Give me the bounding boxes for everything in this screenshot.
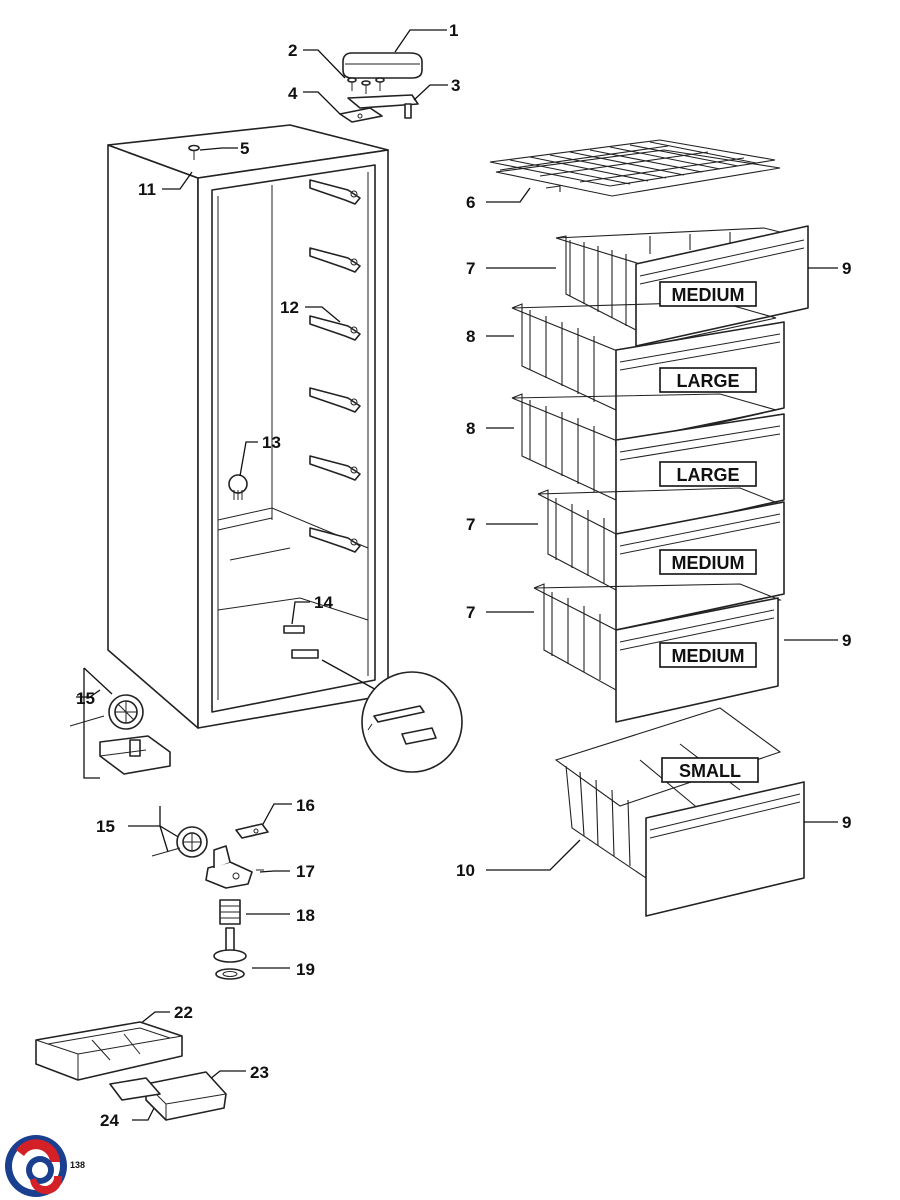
- callout-7-b: 7: [466, 515, 475, 534]
- callout-9-a: 9: [842, 259, 851, 278]
- callout-14: 14: [314, 593, 333, 612]
- drawer-size-labels: MEDIUM LARGE LARGE MEDIUM MEDIUM SMALL: [659, 281, 759, 783]
- drain-plug: [283, 625, 305, 634]
- callout-9-c: 9: [842, 813, 851, 832]
- callout-10: 10: [456, 861, 475, 880]
- drawer-label-2: LARGE: [677, 371, 740, 391]
- wheel-assembly-lower: [151, 823, 269, 980]
- callout-8-b: 8: [466, 419, 475, 438]
- callout-8-a: 8: [466, 327, 475, 346]
- callout-4: 4: [288, 84, 298, 103]
- callout-15-upper: 15: [76, 689, 95, 708]
- callout-13: 13: [262, 433, 281, 452]
- callout-12: 12: [280, 298, 299, 317]
- callout-22: 22: [174, 1003, 193, 1022]
- callout-3: 3: [451, 76, 460, 95]
- ice-tray-assembly: [35, 1021, 227, 1121]
- brand-logo-icon: [5, 1135, 67, 1197]
- callout-19: 19: [296, 960, 315, 979]
- callout-23: 23: [250, 1063, 269, 1082]
- callout-6: 6: [466, 193, 475, 212]
- drawer-label-3: LARGE: [677, 465, 740, 485]
- callout-17: 17: [296, 862, 315, 881]
- wire-shelf: [489, 139, 781, 197]
- drawer-label-6: SMALL: [679, 761, 741, 781]
- freezer-cabinet: [107, 124, 389, 729]
- callout-2: 2: [288, 41, 297, 60]
- detail-magnifier: [361, 671, 463, 773]
- callout-15-lower: 15: [96, 817, 115, 836]
- page-number: 138: [70, 1160, 85, 1170]
- callout-16: 16: [296, 796, 315, 815]
- shelf-supports: [309, 179, 361, 553]
- callout-1: 1: [449, 21, 458, 40]
- leader-lines: [76, 29, 448, 1121]
- drawer-6: [554, 707, 805, 917]
- callout-11: 11: [138, 180, 156, 199]
- callout-7-c: 7: [466, 603, 475, 622]
- top-hinge-parts: [339, 52, 423, 123]
- callout-18: 18: [296, 906, 315, 925]
- drawer-label-1: MEDIUM: [672, 285, 745, 305]
- callout-numbers-right: 6 7 8 8 7 7 9 9 9 10: [456, 193, 851, 880]
- callout-24: 24: [100, 1111, 119, 1130]
- drawer-label-5: MEDIUM: [672, 646, 745, 666]
- leader-lines-right: [486, 187, 838, 871]
- callout-7-a: 7: [466, 259, 475, 278]
- screw: [188, 144, 200, 160]
- callout-5: 5: [240, 139, 249, 158]
- callout-9-b: 9: [842, 631, 851, 650]
- drawer-label-4: MEDIUM: [672, 553, 745, 573]
- wheel-assembly-upper: [69, 694, 171, 775]
- thermostat-knob: [228, 474, 248, 500]
